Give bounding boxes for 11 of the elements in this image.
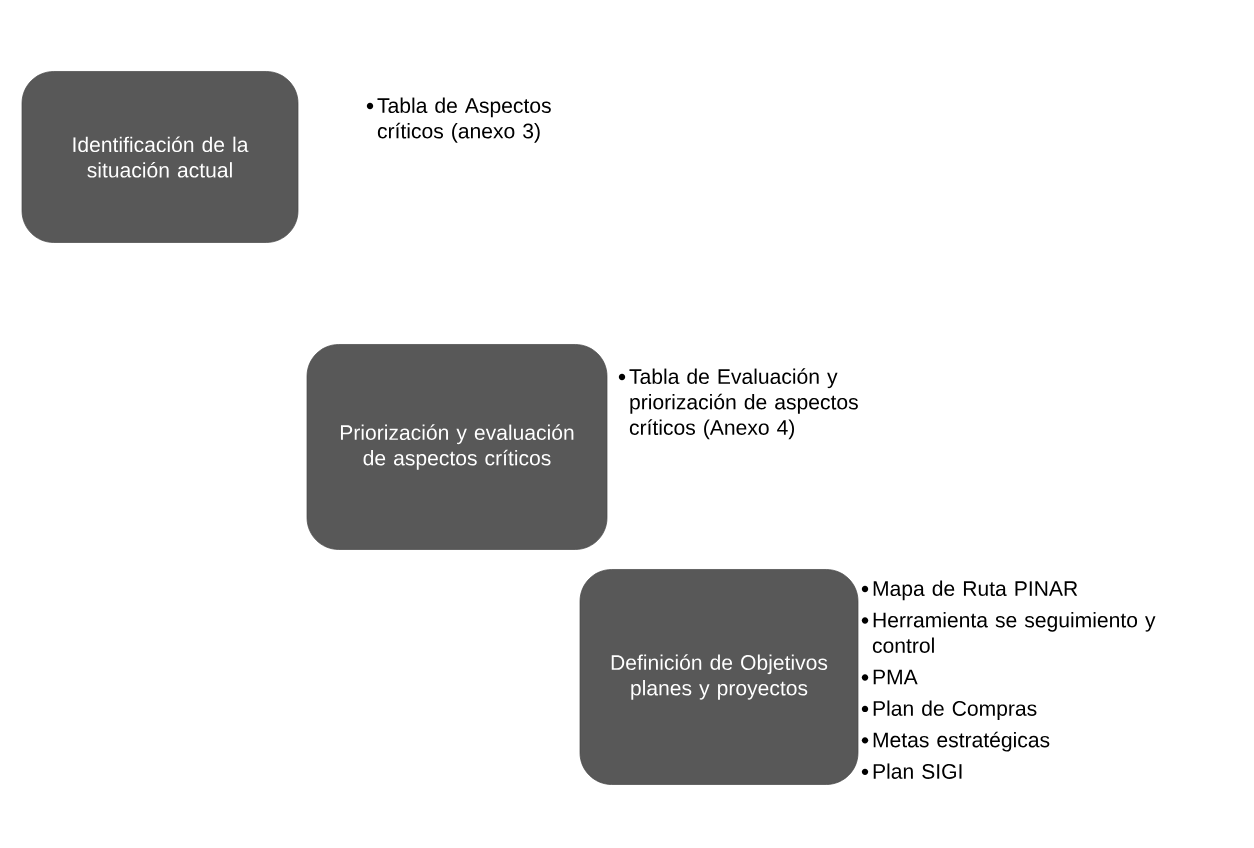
process-box: Identificación de la situación actual — [21, 71, 299, 243]
bullet-item: Metas estratégicas — [861, 731, 1050, 752]
bullet-item: Tabla de Aspectos críticos (anexo 3) — [366, 97, 551, 143]
bullet-item: Tabla de Evaluación y priorización de aspectos críticos (Anexo 4) — [618, 368, 858, 440]
process-box: Priorización y evaluación de aspectos críticos — [306, 344, 608, 550]
process-box: Definición de Objetivos planes y proyectos — [579, 569, 859, 785]
bullet-item: Plan de Compras — [861, 700, 1037, 721]
bullet-item: Mapa de Ruta PINAR — [861, 580, 1078, 601]
bullet-item: Plan SIGI — [861, 763, 962, 779]
bullet-item: PMA — [861, 669, 918, 685]
bullet-item: Herramienta se seguimiento y control — [861, 612, 1156, 653]
